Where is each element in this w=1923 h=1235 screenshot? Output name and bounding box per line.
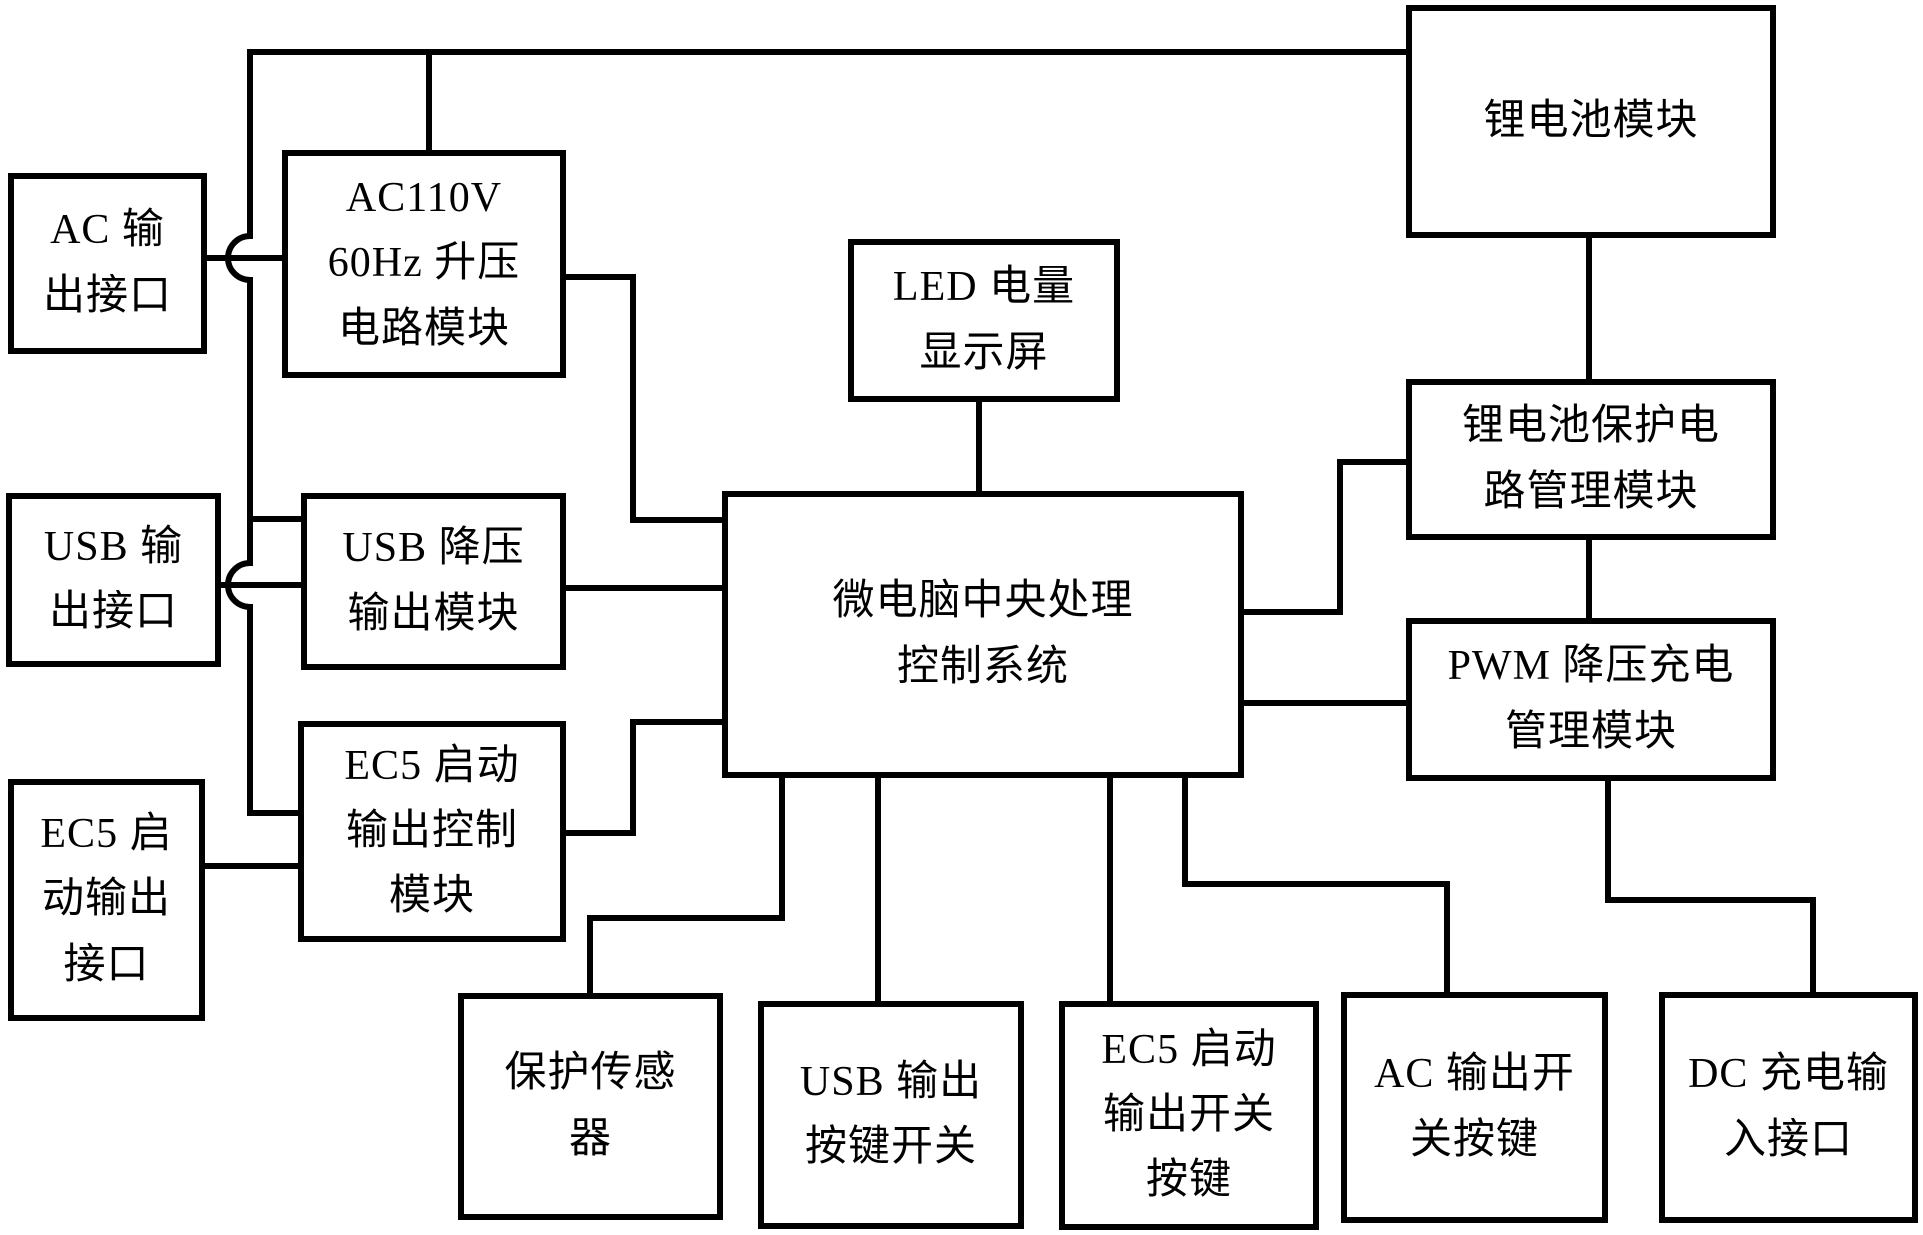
box-led-display: LED 电量 显示屏 [848, 239, 1120, 402]
wire-mcu-to-ac-button [1182, 778, 1450, 992]
box-battery-label: 锂电池模块 [1483, 97, 1699, 144]
box-usb-button: USB 输出 按键开关 [758, 1001, 1024, 1229]
box-battery-protect-label: 锂电池保护电 路管理模块 [1461, 403, 1720, 515]
box-ec5-button: EC5 启动 输出开关 按键 [1059, 1001, 1319, 1230]
box-ac-button-label: AC 输出开 关按键 [1374, 1051, 1575, 1163]
box-ac110v-boost: AC110V 60Hz 升压 电路模块 [282, 150, 566, 378]
wire-ac110v-to-mcu [566, 274, 722, 523]
box-ac-output-port-label: AC 输 出接口 [42, 207, 172, 319]
box-dc-input-label: DC 充电输 入接口 [1688, 1051, 1889, 1163]
box-ec5-button-label: EC5 启动 输出开关 按键 [1101, 1026, 1277, 1204]
box-ac-output-port: AC 输 出接口 [8, 173, 207, 354]
box-ac110v-boost-label: AC110V 60Hz 升压 电路模块 [327, 175, 521, 352]
box-mcu: 微电脑中央处理 控制系统 [722, 491, 1244, 778]
box-battery-protect: 锂电池保护电 路管理模块 [1406, 379, 1776, 540]
box-usb-button-label: USB 输出 按键开关 [799, 1058, 983, 1170]
box-usb-buck-label: USB 降压 输出模块 [342, 525, 525, 637]
box-dc-input: DC 充电输 入接口 [1659, 992, 1918, 1223]
box-pwm-charge: PWM 降压充电 管理模块 [1406, 618, 1776, 781]
box-pwm-charge-label: PWM 降压充电 管理模块 [1447, 643, 1735, 755]
box-ec5-control: EC5 启动 输出控制 模块 [298, 721, 566, 942]
box-ec5-control-label: EC5 启动 输出控制 模块 [344, 742, 520, 920]
box-ac-button: AC 输出开 关按键 [1341, 992, 1608, 1223]
wire-pwm-to-dc-input [1605, 781, 1816, 992]
box-battery: 锂电池模块 [1406, 5, 1776, 238]
box-ec5-output-port: EC5 启 动输出 接口 [8, 779, 205, 1021]
box-usb-output-port: USB 输 出接口 [6, 493, 221, 667]
box-mcu-label: 微电脑中央处理 控制系统 [832, 578, 1134, 690]
box-protect-sensor: 保护传感 器 [458, 993, 723, 1220]
wire-mcu-to-protect [1244, 459, 1406, 615]
box-ec5-output-port-label: EC5 启 动输出 接口 [40, 811, 173, 988]
wire-ec5-control-to-mcu [566, 719, 722, 836]
box-usb-output-port-label: USB 输 出接口 [43, 523, 184, 635]
wire-mcu-to-sensor [587, 778, 785, 993]
box-usb-buck: USB 降压 输出模块 [301, 493, 566, 670]
box-led-display-label: LED 电量 显示屏 [892, 264, 1076, 376]
wire-battery-power-rail [225, 49, 1406, 816]
box-protect-sensor-label: 保护传感 器 [504, 1050, 677, 1162]
